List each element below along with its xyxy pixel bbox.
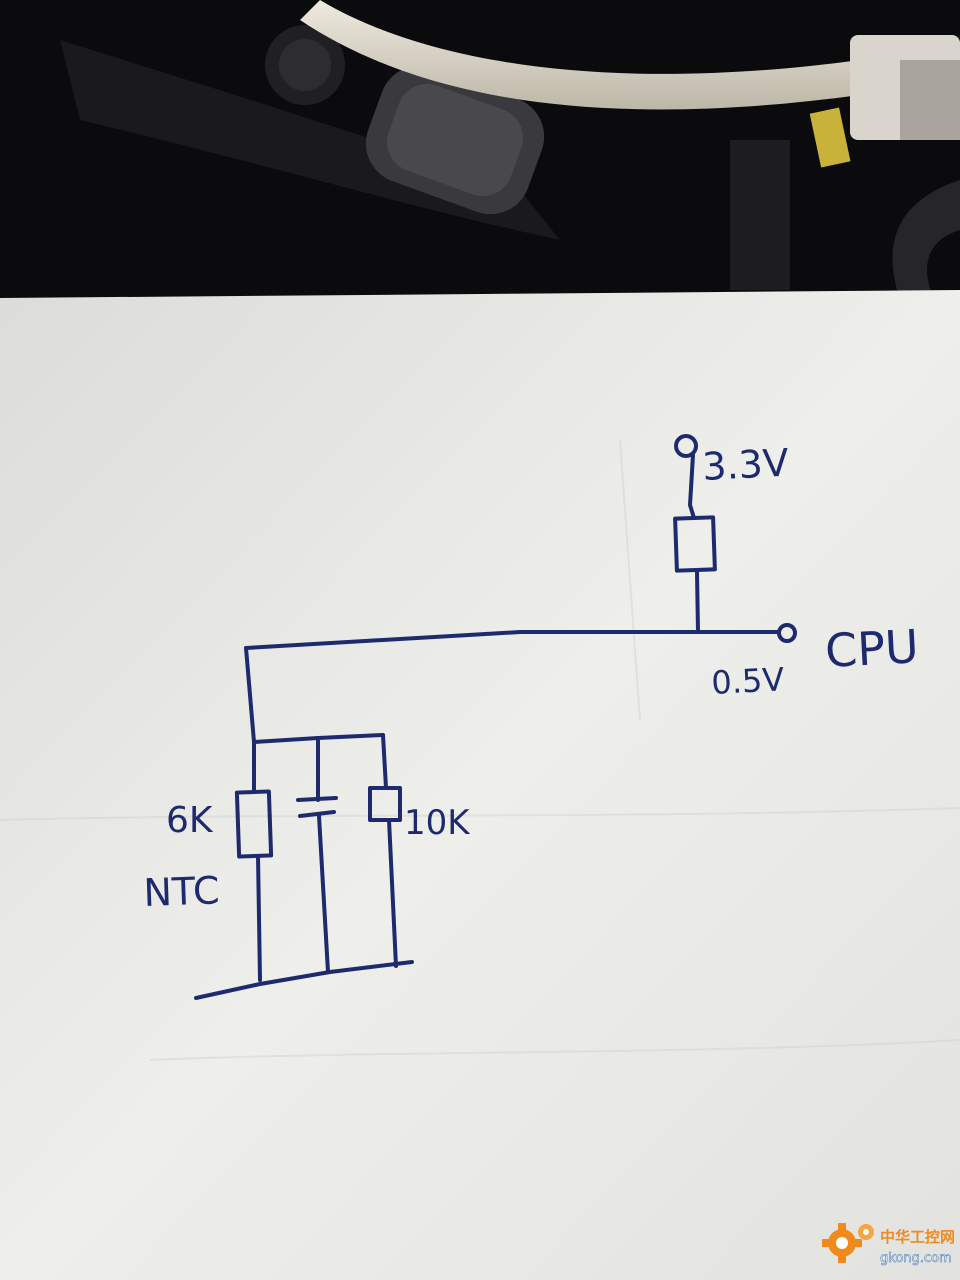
resistor-10k xyxy=(368,786,402,822)
watermark-site-text: gkong.com xyxy=(880,1251,952,1266)
supply-terminal xyxy=(674,434,698,458)
background-hardware xyxy=(0,0,960,320)
cpu-output-terminal xyxy=(777,623,797,643)
circuit-labels: 3.3V 0.5V CPU 6K NTC 10K xyxy=(143,441,920,915)
watermark: 中华工控网 gkong.com xyxy=(822,1223,955,1266)
r10k-upper-lead xyxy=(381,733,388,790)
pullup-resistor xyxy=(673,515,717,573)
pullup-lead xyxy=(695,570,700,634)
gear-icon xyxy=(822,1223,862,1263)
ground-bus xyxy=(194,960,414,1000)
ntc-lower-lead xyxy=(256,854,262,982)
capacitor-plate-bottom xyxy=(298,810,336,818)
capacitor-plate-top xyxy=(296,796,338,802)
resistor-10k-label: 10K xyxy=(404,803,471,843)
main-wire xyxy=(244,630,780,650)
supply-voltage-label: 3.3V xyxy=(701,441,790,489)
r10k-lower-lead xyxy=(387,818,398,968)
cap-lower-lead xyxy=(317,814,330,974)
watermark-cn-text: 中华工控网 xyxy=(880,1228,955,1246)
supply-lead xyxy=(688,453,696,520)
node-voltage-label: 0.5V xyxy=(710,660,785,702)
paper-sheet xyxy=(0,290,960,1280)
cpu-label: CPU xyxy=(824,619,920,678)
ntc-type-label: NTC xyxy=(143,868,220,915)
left-vertical-wire xyxy=(244,646,256,744)
ntc-value-label: 6K xyxy=(166,800,214,841)
gear-icon-small xyxy=(858,1224,874,1240)
circuit-diagram xyxy=(194,434,797,1000)
paper-texture xyxy=(0,439,960,1061)
ntc-thermistor xyxy=(234,789,274,859)
